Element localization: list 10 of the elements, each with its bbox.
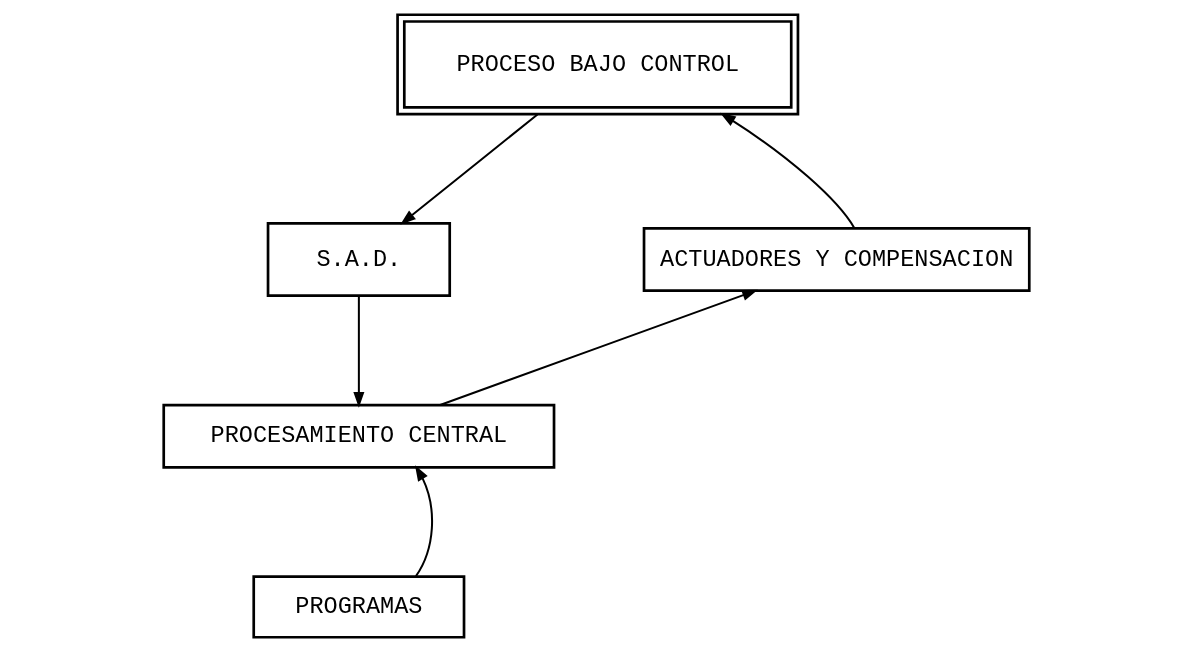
arrow [414, 465, 433, 577]
node-box: ACTUADORES Y COMPENSACION [642, 227, 1031, 292]
arrow [399, 113, 538, 225]
node-box: PROCESO BAJO CONTROL [395, 13, 799, 116]
node-box: PROGRAMAS [251, 575, 465, 639]
arrow [352, 296, 364, 408]
arrow [439, 289, 758, 406]
arrow [719, 112, 855, 229]
node-box: S.A.D. [266, 222, 451, 298]
node-box: PROCESAMIENTO CENTRAL [161, 403, 555, 469]
